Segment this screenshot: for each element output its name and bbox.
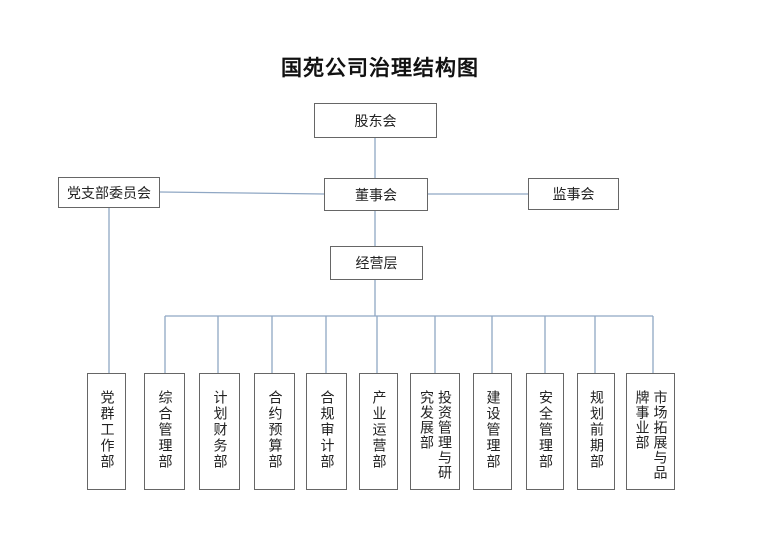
node-management: 经营层 — [330, 246, 423, 280]
department-box: 市场拓展与品牌事业部 — [626, 373, 675, 490]
department-box: 安全管理部 — [526, 373, 564, 490]
department-label: 投资管理与研究发展部 — [418, 390, 452, 480]
department-box: 建设管理部 — [473, 373, 512, 490]
node-party-committee: 党支部委员会 — [58, 177, 160, 208]
department-label: 党群工作部 — [98, 390, 115, 470]
department-label: 计划财务部 — [211, 390, 228, 470]
department-label: 综合管理部 — [156, 390, 173, 470]
department-box: 合约预算部 — [254, 373, 295, 490]
department-label: 合规审计部 — [318, 390, 335, 470]
department-label: 建设管理部 — [484, 390, 501, 470]
department-label: 产业运营部 — [370, 390, 387, 470]
department-box: 规划前期部 — [577, 373, 615, 490]
department-box: 产业运营部 — [359, 373, 398, 490]
node-supervisors: 监事会 — [528, 178, 619, 210]
page-title: 国苑公司治理结构图 — [281, 56, 479, 80]
department-label: 规划前期部 — [588, 390, 604, 470]
department-box: 投资管理与研究发展部 — [410, 373, 460, 490]
department-label: 安全管理部 — [537, 390, 553, 470]
department-box: 合规审计部 — [306, 373, 347, 490]
department-label: 合约预算部 — [266, 390, 283, 470]
department-box: 党群工作部 — [87, 373, 126, 490]
line-party-board — [159, 191, 325, 195]
node-shareholders: 股东会 — [314, 103, 437, 138]
department-box: 计划财务部 — [199, 373, 240, 490]
department-label: 市场拓展与品牌事业部 — [633, 390, 668, 480]
department-box: 综合管理部 — [144, 373, 185, 490]
node-board: 董事会 — [324, 178, 428, 211]
